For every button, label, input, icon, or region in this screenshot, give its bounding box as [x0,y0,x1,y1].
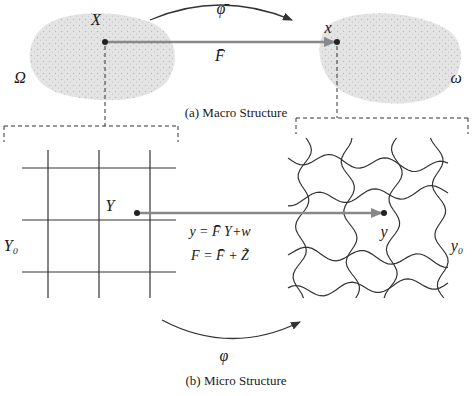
grid-line [288,247,448,267]
grid-line [341,138,359,298]
point-label: y [380,224,387,240]
point-label: x [324,20,331,36]
body-omega-cur [319,13,461,103]
point-dot [134,210,140,216]
domain-label: Y₀ [4,238,18,254]
map-symbol: φ [220,348,229,364]
grid-line [288,155,448,172]
grid-line [288,186,448,206]
zoom-bracket [4,46,468,142]
micro-map-arrow [137,212,382,215]
equation: F = F̄ + Z̃ [189,248,251,264]
domain-label: y₀ [451,238,464,254]
point-dot [102,39,108,45]
deformed-grid [288,138,448,298]
grid-line [293,138,311,298]
deformation-arrow [105,41,335,44]
grid-line [288,279,448,296]
body-omega-ref [30,13,175,100]
point-label: X [91,12,101,28]
point-dot [381,210,387,216]
point-label: Y [106,198,115,214]
subfigure-caption: (b) Micro Structure [186,374,287,387]
unit-cell-grid [22,150,176,298]
subfigure-caption: (a) Macro Structure [185,106,288,119]
grid-line [430,138,448,298]
point-dot [334,39,340,45]
map-symbol: φ̄ [217,1,226,17]
domain-label: ω [450,70,461,86]
equation: y = F̄ Y+w [187,224,252,240]
tensor-label: F̄ [215,48,225,64]
mapping-arrow [162,320,300,339]
domain-label: Ω [14,70,26,86]
grid-line [384,138,402,298]
